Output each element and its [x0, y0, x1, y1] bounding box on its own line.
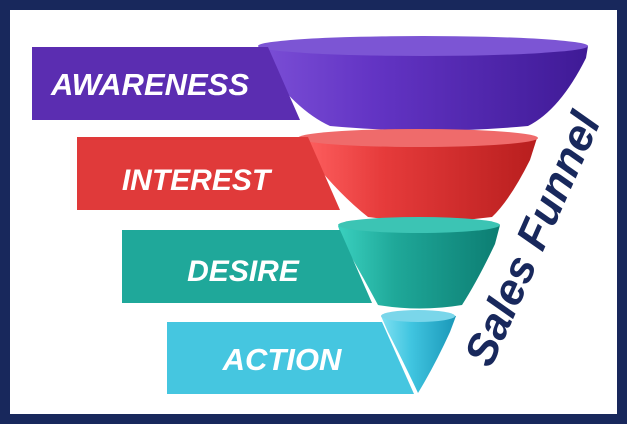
action-banner [167, 322, 414, 394]
interest-banner [77, 137, 340, 210]
awareness-label: AWARENESS [50, 67, 249, 102]
desire-funnel-rim [338, 217, 500, 233]
stage-awareness: AWARENESS [32, 36, 588, 131]
interest-label: INTEREST [122, 164, 273, 197]
action-funnel-rim [381, 310, 455, 322]
action-label: ACTION [222, 342, 342, 377]
desire-banner [122, 230, 372, 303]
desire-label: DESIRE [187, 255, 300, 288]
awareness-banner [32, 47, 300, 120]
action-funnel-segment [381, 313, 456, 393]
desire-funnel-segment [338, 220, 500, 309]
awareness-funnel-rim [258, 36, 588, 56]
stage-desire: DESIRE [122, 217, 500, 309]
interest-funnel-rim [298, 129, 538, 147]
awareness-funnel-segment [258, 38, 588, 131]
interest-funnel-segment [300, 132, 537, 221]
stage-interest: INTEREST [77, 129, 538, 221]
stage-action: ACTION [167, 310, 456, 394]
